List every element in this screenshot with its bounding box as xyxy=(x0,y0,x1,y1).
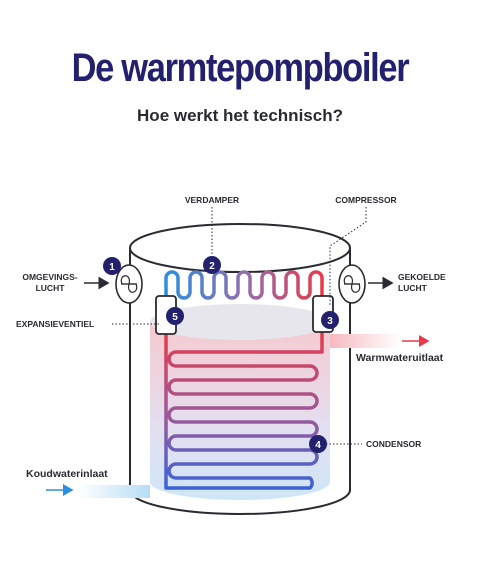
water-volume xyxy=(150,322,330,500)
leader-lines xyxy=(112,207,367,445)
label-warmwateruitlaat: Warmwateruitlaat xyxy=(356,352,444,364)
svg-text:1: 1 xyxy=(109,262,115,273)
svg-text:2: 2 xyxy=(209,261,215,272)
water-surface xyxy=(150,304,330,340)
hot-water-outlet-pipe xyxy=(330,334,400,348)
badge-3: 3 xyxy=(321,311,339,329)
label-expansieventiel: EXPANSIEVENTIEL xyxy=(16,319,94,329)
badge-5: 5 xyxy=(166,307,184,325)
badge-1: 1 xyxy=(103,257,121,275)
svg-text:5: 5 xyxy=(172,312,178,323)
svg-text:4: 4 xyxy=(315,440,321,451)
fan-icon-left xyxy=(115,264,143,304)
label-koudwaterinlaat: Koudwaterinlaat xyxy=(26,468,108,480)
condenser-coil xyxy=(164,328,324,490)
label-gekoelde-lucht-line2: LUCHT xyxy=(398,283,428,293)
label-omgevingslucht-line1: OMGEVINGS- xyxy=(22,272,77,282)
label-gekoelde-lucht-line1: GEKOELDE xyxy=(398,272,446,282)
label-compressor: COMPRESSOR xyxy=(335,195,396,205)
page-title: De warmtepompboiler xyxy=(71,46,410,90)
fan-icon-right xyxy=(338,264,366,304)
label-verdamper: VERDAMPER xyxy=(185,195,239,205)
label-condensor: CONDENSOR xyxy=(366,439,421,449)
svg-text:3: 3 xyxy=(327,316,333,327)
badge-4: 4 xyxy=(309,435,327,453)
cold-water-inlet-pipe xyxy=(78,485,150,498)
label-omgevingslucht-line2: LUCHT xyxy=(36,283,66,293)
evaporator-coil xyxy=(164,270,324,304)
page-subtitle: Hoe werkt het technisch? xyxy=(137,106,343,125)
badge-2: 2 xyxy=(203,256,221,274)
